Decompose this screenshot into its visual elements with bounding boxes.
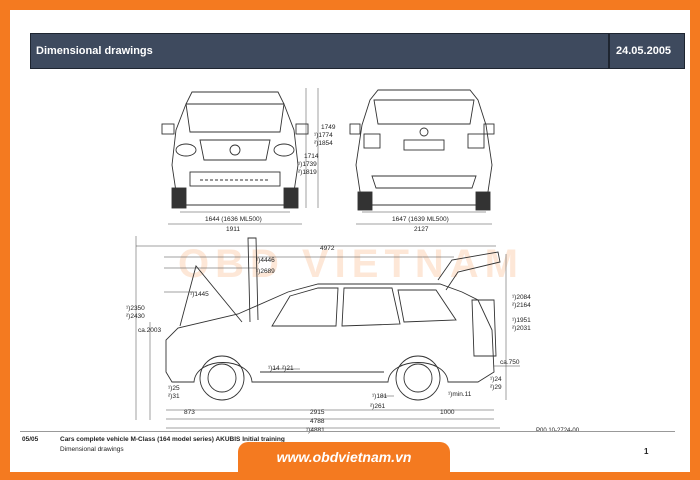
page-number: 1 (644, 447, 649, 456)
rear-width: 2127 (414, 226, 429, 233)
side-overhang-front: 873 (184, 409, 195, 416)
side-wheelbase: 2915 (310, 409, 325, 416)
dimension-lines (135, 88, 520, 429)
side-front-clearance-a: ¹)25 (168, 385, 180, 392)
rear-track: 1647 (1639 ML500) (392, 216, 449, 223)
page-title: Dimensional drawings (31, 34, 610, 68)
side-rear-height-c: ¹)1951 (512, 317, 531, 324)
side-height-left-b: ²)2430 (126, 313, 145, 320)
side-rear-clearance-b: ²)29 (490, 384, 502, 391)
footer-section: Dimensional drawings (60, 446, 124, 453)
side-hood-open: ¹)2689 (256, 268, 275, 275)
front-height-1739: ¹)1739 (298, 161, 317, 168)
side-min-clearance: ¹)min.11 (448, 391, 472, 398)
side-length-total-b: ¹)4881 (306, 427, 325, 434)
footer-divider (20, 431, 675, 432)
side-sill-a: ¹)14 (268, 365, 280, 372)
side-sill-b: ²)21 (282, 365, 294, 372)
side-view-car (165, 237, 501, 401)
side-length-top: 4972 (320, 245, 335, 252)
side-rear-height-b: ²)2164 (512, 302, 531, 309)
side-rear-height-d: ²)2031 (512, 325, 531, 332)
header-date: 24.05.2005 (616, 45, 672, 57)
front-height-1819: ²)1819 (298, 169, 317, 176)
side-tailgate-open: ¹)4446 (256, 257, 275, 264)
side-ground-a: ¹)181 (372, 393, 388, 400)
front-height-1749: 1749 (321, 124, 336, 131)
front-view-car (161, 91, 309, 209)
document-page: Dimensional drawings 24.05.2005 OBD VIET… (10, 10, 690, 472)
side-hood-height: ¹)1445 (190, 291, 209, 298)
watermark-logo: OBD VIETNAM (178, 242, 524, 286)
side-height-left-c: ca.2003 (138, 327, 162, 334)
side-rear-clearance-a: ¹)24 (490, 376, 502, 383)
footer-course: Cars complete vehicle M-Class (164 model… (60, 436, 285, 443)
side-ground-b: ²)261 (370, 403, 386, 410)
site-banner[interactable]: www.obdvietnam.vn (238, 442, 450, 472)
front-height-1714: 1714 (304, 153, 319, 160)
side-overhang-rear: 1000 (440, 409, 455, 416)
side-rear-750: ca.750 (500, 359, 520, 366)
front-track: 1644 (1636 ML500) (205, 216, 262, 223)
side-length-total: 4788 (310, 418, 325, 425)
side-height-left-a: ¹)2350 (126, 305, 145, 312)
side-front-clearance-b: ²)31 (168, 393, 180, 400)
rear-view-car (349, 89, 495, 211)
front-height-1774: ¹)1774 (314, 132, 333, 139)
site-url-link[interactable]: www.obdvietnam.vn (276, 449, 412, 465)
front-width: 1911 (226, 226, 240, 233)
footer-page-code: 05/05 (22, 436, 39, 443)
front-height-1854: ²)1854 (314, 140, 333, 147)
page-header: Dimensional drawings 24.05.2005 (30, 33, 685, 69)
side-rear-height-a: ¹)2084 (512, 294, 531, 301)
